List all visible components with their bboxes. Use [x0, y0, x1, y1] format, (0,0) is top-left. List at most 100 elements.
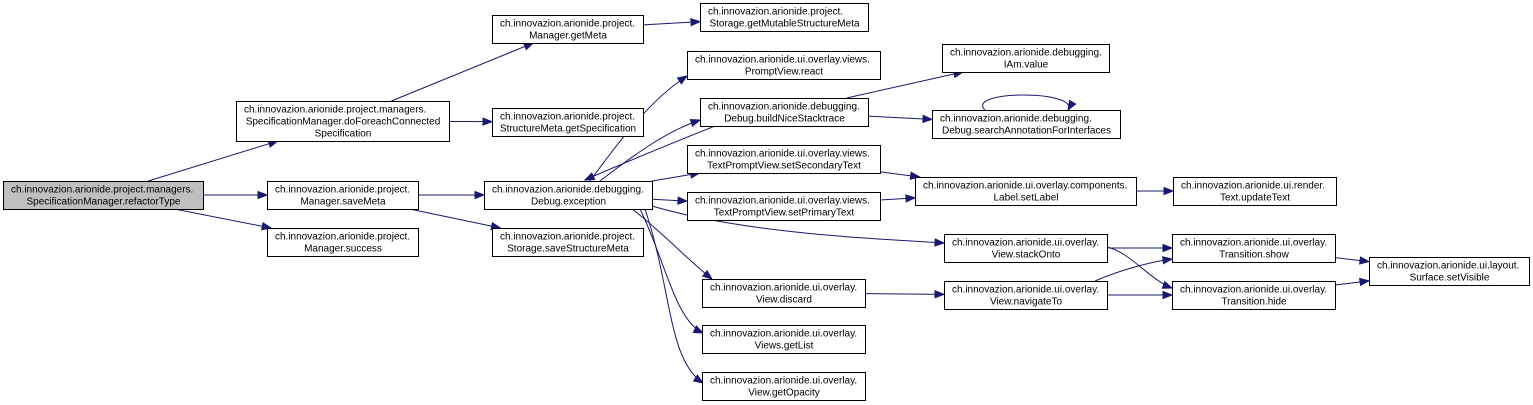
graph-node[interactable]: ch.innovazion.arionide.project.Manager.s…	[267, 181, 419, 210]
node-label-line: ch.innovazion.arionide.ui.overlay.	[1180, 238, 1327, 249]
node-label-line: Manager.success	[304, 244, 382, 255]
graph-node[interactable]: ch.innovazion.arionide.project.Storage.s…	[492, 228, 644, 257]
node-box[interactable]	[492, 228, 644, 257]
node-label-line: Debug.exception	[531, 197, 606, 208]
node-box[interactable]	[1369, 257, 1530, 286]
node-label-line: ch.innovazion.arionide.project.	[500, 19, 635, 30]
node-label-line: ch.innovazion.arionide.ui.render.	[1181, 181, 1325, 192]
graph-node[interactable]: ch.innovazion.arionide.ui.render.Text.up…	[1173, 177, 1337, 206]
graph-node[interactable]: ch.innovazion.arionide.ui.overlay.views.…	[687, 145, 881, 174]
graph-node[interactable]: ch.innovazion.arionide.debugging.Debug.e…	[484, 181, 653, 210]
call-graph-edges	[148, 17, 1371, 384]
node-box[interactable]	[687, 51, 881, 80]
graph-node[interactable]: ch.innovazion.arionide.ui.overlay.Transi…	[1172, 234, 1336, 263]
graph-node-root[interactable]: ch.innovazion.arionide.project.managers.…	[3, 181, 204, 210]
edge-arrowhead	[905, 194, 917, 203]
graph-node[interactable]: ch.innovazion.arionide.debugging.Debug.b…	[700, 98, 869, 127]
node-label-line: IAm.value	[1004, 60, 1049, 71]
node-box[interactable]	[702, 372, 866, 401]
node-label-line: ch.innovazion.arionide.ui.overlay.	[710, 329, 857, 340]
edge-n4-to-n8	[642, 21, 701, 26]
node-box[interactable]	[932, 110, 1121, 139]
node-label-line: ch.innovazion.arionide.ui.overlay.	[952, 238, 1099, 249]
edge-arrowhead	[482, 117, 494, 126]
node-label-line: ch.innovazion.arionide.ui.overlay.views.	[695, 196, 870, 207]
node-label-line: ch.innovazion.arionide.ui.overlay.	[710, 283, 857, 294]
node-label-line: Text.updateText	[1220, 193, 1290, 204]
node-box[interactable]	[267, 181, 419, 210]
node-label-line: ch.innovazion.arionide.ui.overlay.views.	[695, 149, 870, 160]
edge-n17-to-n17	[982, 94, 1070, 111]
node-box[interactable]	[700, 98, 869, 127]
graph-node[interactable]: ch.innovazion.arionide.project.managers.…	[236, 101, 450, 142]
edge-n10-to-n6	[584, 125, 716, 181]
node-box[interactable]	[492, 15, 644, 44]
graph-node[interactable]: ch.innovazion.arionide.ui.overlay.View.n…	[944, 281, 1108, 310]
edge-n0-to-n1	[148, 140, 278, 182]
node-box[interactable]	[3, 181, 204, 210]
graph-node[interactable]: ch.innovazion.arionide.ui.overlay.views.…	[687, 192, 881, 221]
node-label-line: ch.innovazion.arionide.project.managers.	[244, 105, 426, 116]
node-box[interactable]	[944, 281, 1108, 310]
node-box[interactable]	[942, 44, 1110, 73]
node-box[interactable]	[492, 108, 644, 137]
graph-node[interactable]: ch.innovazion.arionide.ui.layout.Surface…	[1369, 257, 1530, 286]
node-label-line: ch.innovazion.arionide.ui.overlay.	[710, 376, 857, 387]
edge-arrowhead	[692, 325, 705, 334]
edge-arrowhead	[934, 290, 946, 299]
graph-node[interactable]: ch.innovazion.arionide.project.Manager.s…	[267, 228, 419, 257]
node-label-line: ch.innovazion.arionide.project.	[500, 232, 635, 243]
node-box[interactable]	[687, 192, 881, 221]
graph-node[interactable]: ch.innovazion.arionide.project.Storage.g…	[700, 3, 869, 32]
graph-node[interactable]: ch.innovazion.arionide.ui.overlay.View.d…	[702, 279, 866, 308]
node-box[interactable]	[1173, 177, 1337, 206]
node-label-line: StructureMeta.getSpecification	[500, 124, 636, 135]
edge-arrowhead	[1359, 277, 1371, 287]
graph-node[interactable]: ch.innovazion.arionide.debugging.Debug.s…	[932, 110, 1121, 139]
node-box[interactable]	[267, 228, 419, 257]
edge-arrowhead	[922, 114, 934, 124]
node-label-line: View.stackOnto	[992, 250, 1061, 261]
node-box[interactable]	[944, 234, 1108, 263]
graph-node[interactable]: ch.innovazion.arionide.project.Manager.g…	[492, 15, 644, 44]
node-label-line: Debug.searchAnnotationForInterfaces	[942, 126, 1111, 137]
node-box[interactable]	[702, 279, 866, 308]
edge-n13-to-n20	[864, 293, 945, 295]
edge-n6-to-n15	[644, 208, 704, 384]
edge-arrowhead	[1162, 290, 1174, 300]
node-box[interactable]	[1172, 234, 1336, 263]
node-box[interactable]	[1172, 281, 1336, 310]
graph-node[interactable]: ch.innovazion.arionide.ui.overlay.compon…	[915, 177, 1137, 206]
node-label-line: TextPromptView.setSecondaryText	[707, 161, 861, 172]
node-box[interactable]	[484, 181, 653, 210]
node-label-line: Storage.getMutableStructureMeta	[709, 19, 860, 30]
edge-arrowhead	[689, 118, 702, 128]
graph-node[interactable]: ch.innovazion.arionide.ui.overlay.views.…	[687, 51, 881, 80]
node-label-line: View.getOpacity	[748, 388, 820, 399]
node-label-line: Manager.getMeta	[529, 31, 607, 42]
node-label-line: SpecificationManager.refactorType	[27, 197, 181, 208]
graph-node[interactable]: ch.innovazion.arionide.debugging.IAm.val…	[942, 44, 1110, 73]
graph-node[interactable]: ch.innovazion.arionide.ui.overlay.Transi…	[1172, 281, 1336, 310]
edge-arrowhead	[474, 190, 486, 200]
edge-n10-to-n17	[867, 115, 933, 120]
edge-arrowhead	[1163, 186, 1175, 196]
edge-arrowhead	[1161, 280, 1174, 289]
node-box[interactable]	[702, 325, 866, 354]
graph-node[interactable]: ch.innovazion.arionide.ui.overlay.Views.…	[702, 325, 866, 354]
edge-arrowhead	[934, 238, 946, 247]
node-label-line: ch.innovazion.arionide.project.	[275, 185, 410, 196]
node-box[interactable]	[915, 177, 1137, 206]
node-box[interactable]	[700, 3, 869, 32]
edge-n6-to-n10	[599, 119, 701, 182]
edge-arrowhead	[690, 17, 702, 27]
edge-arrowhead	[257, 190, 269, 200]
node-box[interactable]	[236, 101, 450, 142]
node-label-line: ch.innovazion.arionide.ui.overlay.views.	[695, 55, 870, 66]
node-label-line: ch.innovazion.arionide.ui.layout.	[1377, 261, 1519, 272]
node-box[interactable]	[687, 145, 881, 174]
graph-node[interactable]: ch.innovazion.arionide.ui.overlay.View.s…	[944, 234, 1108, 263]
edge-arrowhead	[676, 75, 689, 85]
graph-node[interactable]: ch.innovazion.arionide.ui.overlay.View.g…	[702, 372, 866, 401]
graph-node[interactable]: ch.innovazion.arionide.project.Structure…	[492, 108, 644, 137]
